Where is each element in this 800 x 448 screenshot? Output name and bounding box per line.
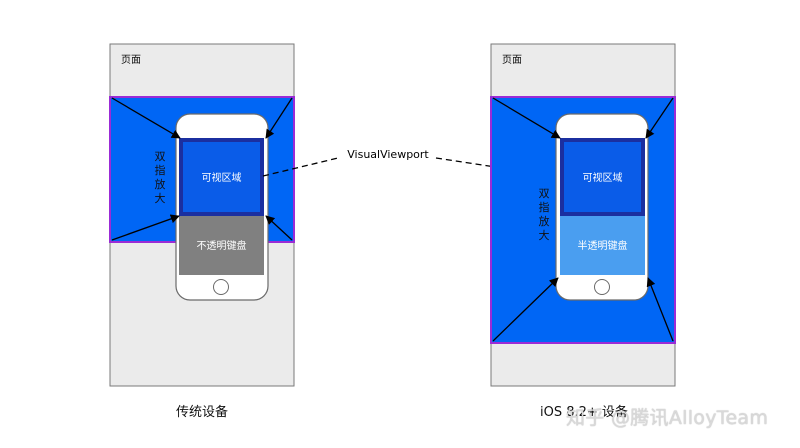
right-diagram: 页面 半透明键盘 可视区域 双 指 放 大 <box>490 43 676 387</box>
left-home-button <box>213 279 229 295</box>
left-phone: 不透明键盘 可视区域 <box>175 113 269 301</box>
right-keyboard <box>560 214 645 275</box>
svg-text:双: 双 <box>539 187 550 200</box>
right-phone: 半透明键盘 可视区域 <box>555 113 649 301</box>
watermark: 知乎 @腾讯AlloyTeam <box>566 407 769 429</box>
left-zoom-arrows <box>111 97 293 241</box>
svg-text:双: 双 <box>155 150 166 163</box>
right-zoom-arrows <box>492 97 674 342</box>
right-page-label: 页面 <box>502 54 522 66</box>
svg-text:指: 指 <box>539 200 550 214</box>
left-viewport-label: 可视区域 <box>202 171 242 184</box>
left-zoom-label: 双 指 放 大 <box>155 150 166 205</box>
visual-viewport-label: VisualViewport <box>347 148 429 161</box>
svg-text:大: 大 <box>539 228 550 242</box>
svg-text:放: 放 <box>539 214 550 228</box>
right-caption: iOS 8.2+ 设备 <box>540 405 628 420</box>
left-keyboard <box>179 214 264 275</box>
right-home-button <box>594 279 610 295</box>
left-page-label: 页面 <box>121 54 141 66</box>
svg-text:放: 放 <box>155 177 166 191</box>
svg-text:指: 指 <box>155 163 166 177</box>
right-zoom-label: 双 指 放 大 <box>539 187 550 242</box>
right-keyboard-label: 半透明键盘 <box>578 239 628 252</box>
right-visible-viewport <box>560 138 645 216</box>
left-diagram: 页面 不透明键盘 可视区域 双 指 放 大 <box>109 43 295 387</box>
left-keyboard-label: 不透明键盘 <box>197 239 247 252</box>
svg-text:大: 大 <box>155 191 166 205</box>
left-caption: 传统设备 <box>176 405 229 420</box>
left-visible-viewport <box>179 138 264 216</box>
right-viewport-label: 可视区域 <box>583 171 623 184</box>
